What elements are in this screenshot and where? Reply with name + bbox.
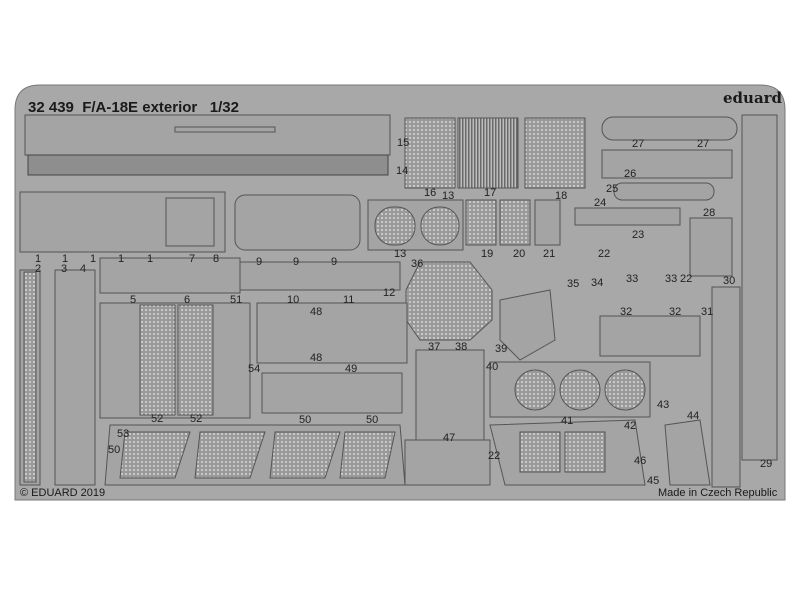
part-number-label: 5 <box>130 294 136 306</box>
part-number-label: 53 <box>117 428 129 440</box>
part-number-label: 1 <box>118 253 124 265</box>
part-number-label: 9 <box>256 256 262 268</box>
part-number-label: 40 <box>486 361 498 373</box>
part-number-label: 41 <box>561 415 573 427</box>
part-number-label: 28 <box>703 207 715 219</box>
part-number-label: 22 <box>680 273 692 285</box>
part-number-label: 21 <box>543 248 555 260</box>
part-number-label: 1 <box>90 253 96 265</box>
part-number-label: 4 <box>80 263 86 275</box>
part-number-label: 27 <box>697 138 709 150</box>
part-number-label: 19 <box>481 248 493 260</box>
part-number-label: 7 <box>189 253 195 265</box>
part-number-label: 22 <box>488 450 500 462</box>
part-number-label: 8 <box>213 253 219 265</box>
part-number-label: 12 <box>383 287 395 299</box>
origin-text: Made in Czech Republic <box>658 487 778 499</box>
part-number-label: 52 <box>151 413 163 425</box>
part-number-label: 35 <box>567 278 579 290</box>
part-number-label: 14 <box>396 165 408 177</box>
part-number-label: 47 <box>443 432 455 444</box>
part-number-label: 2 <box>35 263 41 275</box>
part-number-label: 50 <box>299 414 311 426</box>
part-number-label: 22 <box>598 248 610 260</box>
part-number-label: 20 <box>513 248 525 260</box>
part-number-label: 3 <box>61 263 67 275</box>
part-number-label: 48 <box>310 306 322 318</box>
part-number-label: 23 <box>632 229 644 241</box>
part-number-label: 25 <box>606 183 618 195</box>
part-number-label: 9 <box>331 256 337 268</box>
part-number-label: 27 <box>632 138 644 150</box>
part-number-label: 49 <box>345 363 357 375</box>
part-number-label: 46 <box>634 455 646 467</box>
part-number-label: 44 <box>687 410 699 422</box>
part-number-label: 36 <box>411 258 423 270</box>
part-number-label: 6 <box>184 294 190 306</box>
part-number-label: 17 <box>484 187 496 199</box>
part-number-label: 48 <box>310 352 322 364</box>
part-number-label: 33 <box>665 273 677 285</box>
part-number-label: 24 <box>594 197 606 209</box>
part-number-label: 29 <box>760 458 772 470</box>
parts-group <box>19 114 778 488</box>
part-number-label: 30 <box>723 275 735 287</box>
part-number-label: 50 <box>366 414 378 426</box>
part-number-label: 10 <box>287 294 299 306</box>
eduard-logo: eduard <box>723 89 783 107</box>
part-number-label: 13 <box>442 190 454 202</box>
part-number-label: 15 <box>397 137 409 149</box>
part-number-label: 39 <box>495 343 507 355</box>
part-number-label: 11 <box>343 294 354 306</box>
part-number-label: 45 <box>647 475 659 487</box>
part-number-label: 1 <box>147 253 153 265</box>
part-number-label: 54 <box>248 363 260 375</box>
part-number-label: 52 <box>190 413 202 425</box>
part-number-label: 32 <box>620 306 632 318</box>
part-number-label: 37 <box>428 341 440 353</box>
part-number-label: 31 <box>701 306 713 318</box>
part-number-label: 26 <box>624 168 636 180</box>
part-number-label: 1 <box>62 253 68 265</box>
part-number-label: 42 <box>624 420 636 432</box>
part-number-label: 50 <box>108 444 120 456</box>
part-number-label: 16 <box>424 187 436 199</box>
part-number-label: 13 <box>394 248 406 260</box>
part-number-label: 43 <box>657 399 669 411</box>
part-number-label: 32 <box>669 306 681 318</box>
part-number-label: 34 <box>591 277 603 289</box>
part-number-label: 51 <box>230 294 242 306</box>
part-number-label: 33 <box>626 273 638 285</box>
copyright-text: © EDUARD 2019 <box>20 487 105 499</box>
part-number-label: 38 <box>455 341 467 353</box>
part-number-label: 18 <box>555 190 567 202</box>
part-number-label: 1 <box>35 253 41 265</box>
part-number-label: 9 <box>293 256 299 268</box>
fret-title: 32 439 F/A-18E exterior 1/32 <box>28 99 239 116</box>
